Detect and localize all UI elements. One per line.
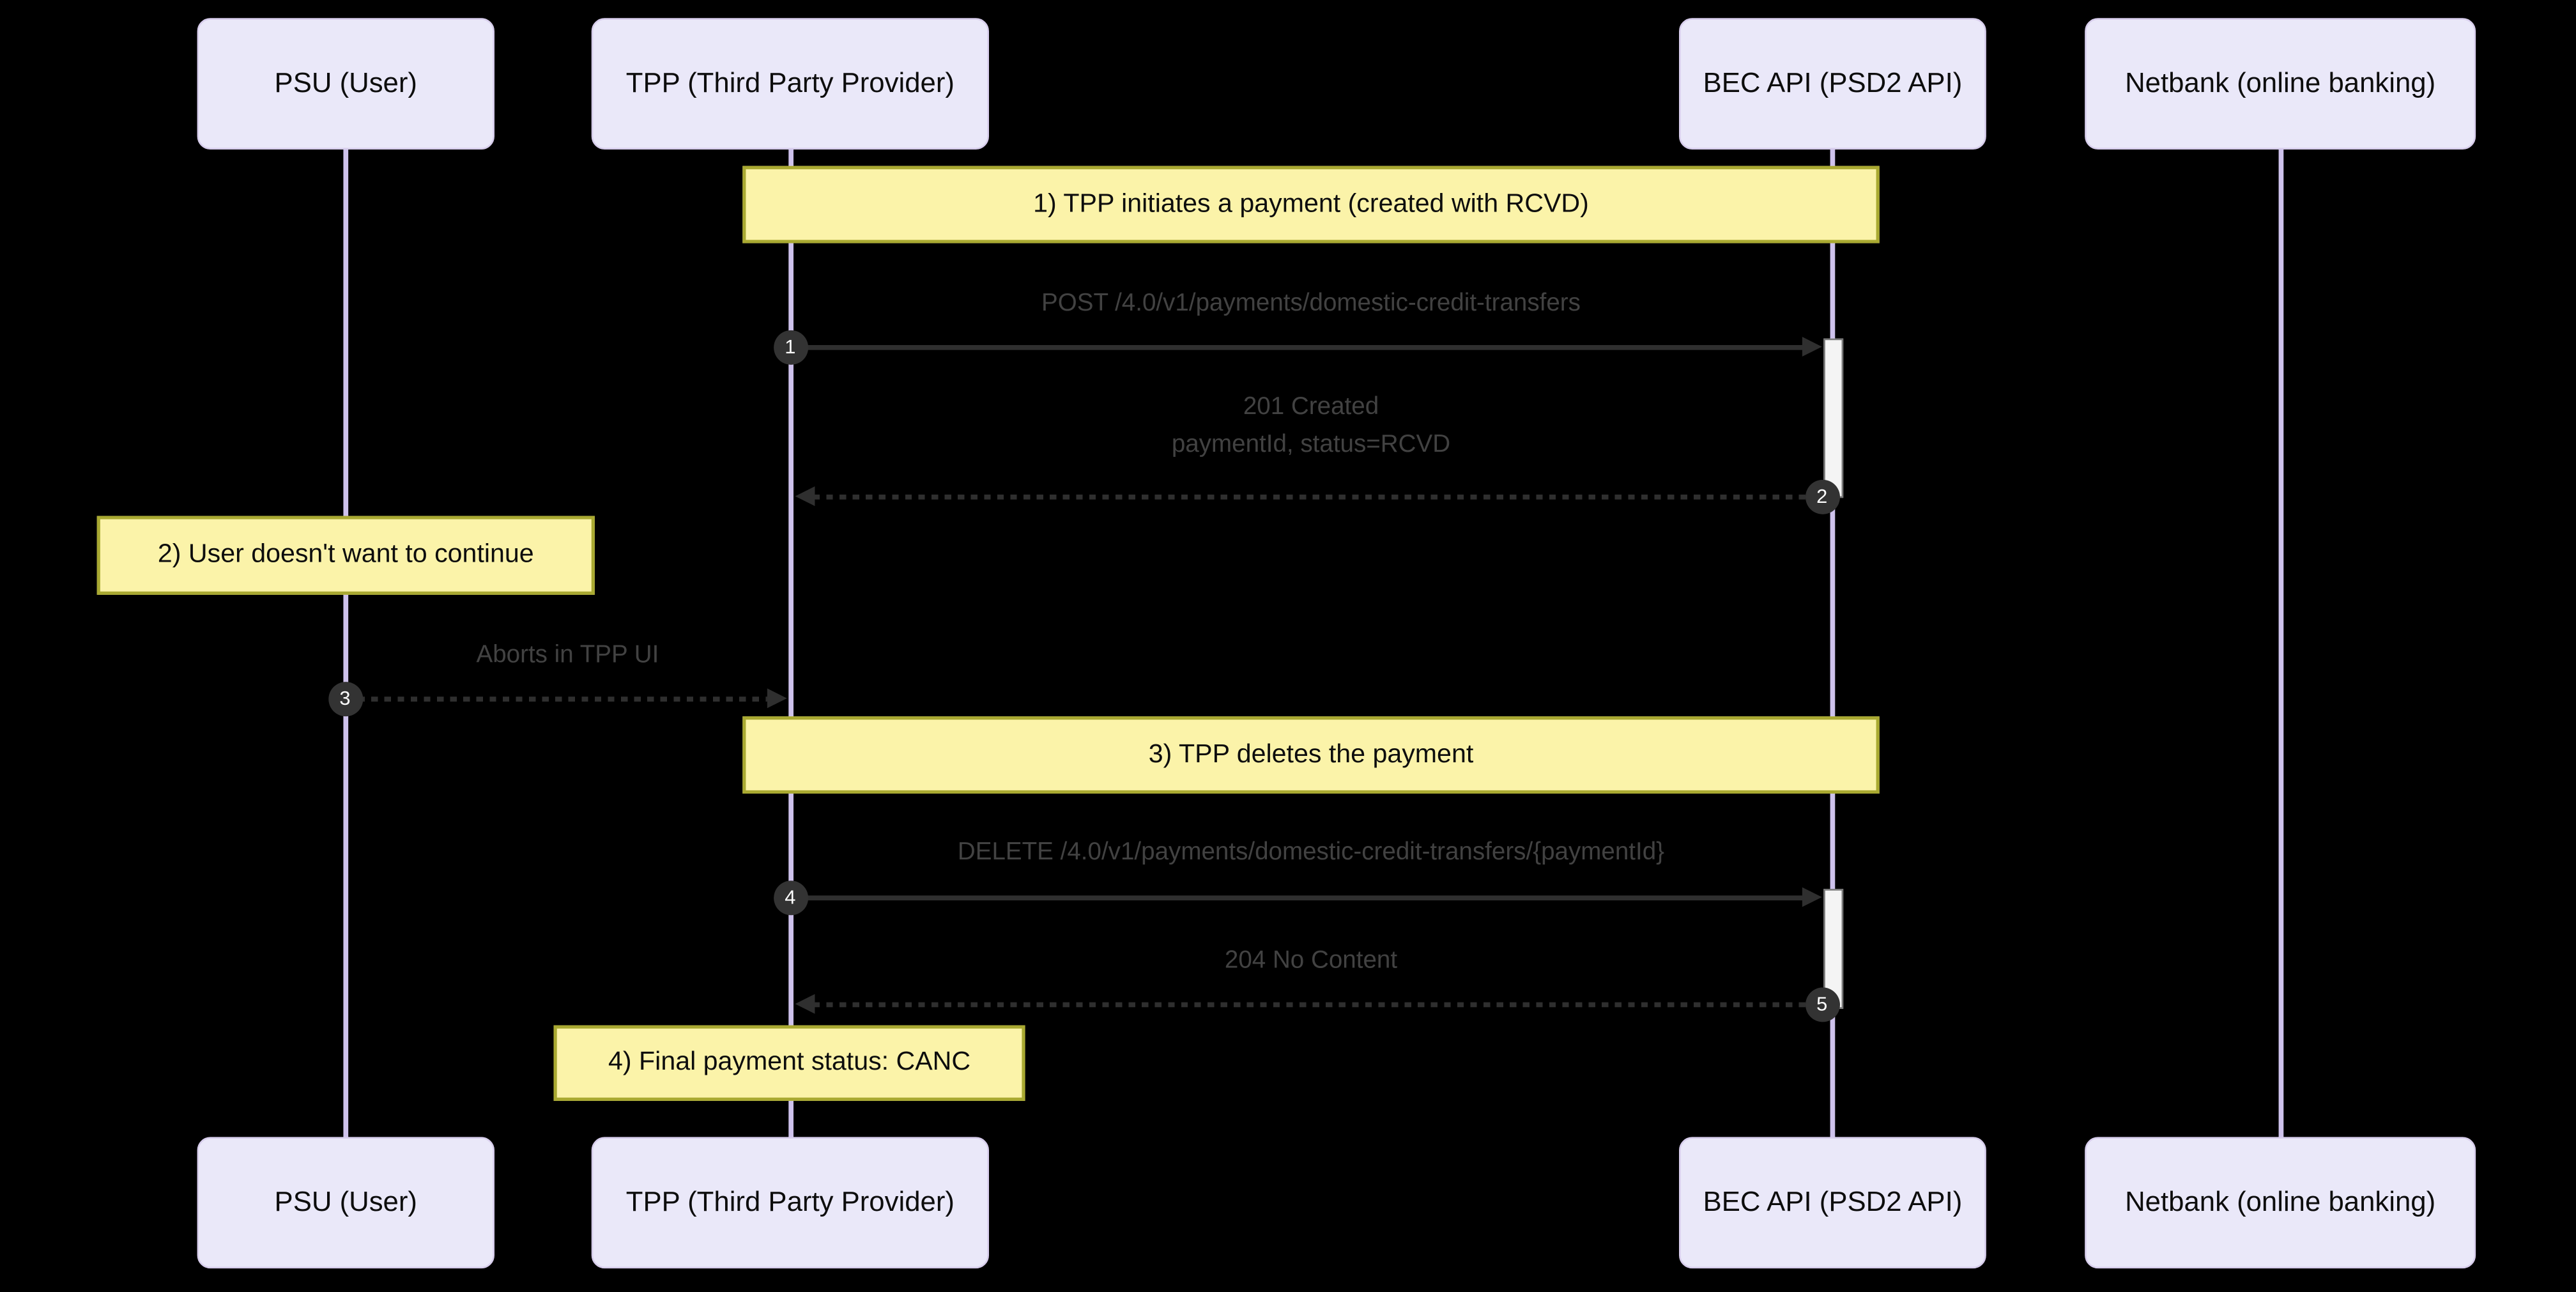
actor-label-psu-top: PSU (User) [274, 67, 418, 99]
actor-box-tpp-bottom: TPP (Third Party Provider) [591, 1137, 989, 1269]
actor-label-bec-api-bottom: BEC API (PSD2 API) [1703, 1186, 1963, 1218]
actor-label-psu-bottom: PSU (User) [274, 1186, 418, 1218]
message-label-201-created: 201 Created paymentId, status=RCVD [790, 388, 1832, 463]
note-user-doesnt-want-continue: 2) User doesn't want to continue [96, 516, 595, 595]
actor-box-netbank-bottom: Netbank (online banking) [2085, 1137, 2476, 1269]
actor-label-netbank-bottom: Netbank (online banking) [2125, 1186, 2436, 1218]
message-arrow-201-created [813, 495, 1822, 499]
arrowhead-left-icon [795, 993, 815, 1013]
message-label-post-payment: POST /4.0/v1/payments/domestic-credit-tr… [1041, 289, 1581, 318]
actor-label-tpp-bottom: TPP (Third Party Provider) [625, 1186, 954, 1218]
message-label-204-no-content: 204 No Content [1224, 946, 1398, 974]
arrowhead-left-icon [795, 485, 815, 505]
actor-box-tpp-top: TPP (Third Party Provider) [591, 18, 989, 150]
arrowhead-right-icon [1802, 337, 1822, 357]
actor-label-bec-api-top: BEC API (PSD2 API) [1703, 67, 1963, 99]
message-arrow-post-payment [790, 345, 1805, 350]
note-final-payment-status: 4) Final payment status: CANC [553, 1025, 1025, 1101]
message-label-line-1: 201 Created [1243, 392, 1379, 421]
arrowhead-right-icon [767, 688, 787, 707]
lifeline-bec-api [1830, 148, 1836, 1139]
activation-bar-bec-1 [1823, 338, 1843, 498]
arrowhead-right-icon [1802, 886, 1822, 907]
actor-box-psu-top: PSU (User) [197, 18, 494, 150]
actor-box-netbank-top: Netbank (online banking) [2085, 18, 2476, 150]
message-label-line-2: paymentId, status=RCVD [1171, 430, 1451, 459]
sequence-number-1: 1 [772, 329, 808, 364]
sequence-number-4: 4 [772, 880, 808, 914]
message-label-delete-payment: DELETE /4.0/v1/payments/domestic-credit-… [957, 838, 1665, 866]
message-label-aborts-tpp-ui: Aborts in TPP UI [476, 640, 659, 669]
note-text: 2) User doesn't want to continue [157, 541, 534, 569]
actor-label-tpp-top: TPP (Third Party Provider) [625, 67, 954, 99]
sequence-number-3: 3 [328, 681, 362, 716]
note-tpp-deletes-payment: 3) TPP deletes the payment [742, 716, 1880, 794]
note-text: 4) Final payment status: CANC [608, 1048, 971, 1077]
sequence-number-5: 5 [1804, 987, 1839, 1022]
lifeline-netbank [2278, 148, 2283, 1139]
sequence-number-2: 2 [1804, 479, 1839, 514]
note-text: 3) TPP deletes the payment [1148, 740, 1474, 769]
lifeline-psu [343, 148, 349, 1139]
actor-box-bec-api-bottom: BEC API (PSD2 API) [1679, 1137, 1986, 1269]
note-text: 1) TPP initiates a payment (created with… [1033, 190, 1589, 218]
note-tpp-initiates-payment: 1) TPP initiates a payment (created with… [742, 165, 1880, 243]
actor-label-netbank-top: Netbank (online banking) [2125, 67, 2436, 99]
actor-box-bec-api-top: BEC API (PSD2 API) [1679, 18, 1986, 150]
lifeline-tpp [788, 148, 793, 1139]
message-arrow-delete-payment [790, 895, 1805, 900]
actor-box-psu-bottom: PSU (User) [197, 1137, 494, 1269]
message-arrow-aborts-tpp-ui [345, 696, 767, 701]
message-arrow-204-no-content [813, 1002, 1822, 1006]
